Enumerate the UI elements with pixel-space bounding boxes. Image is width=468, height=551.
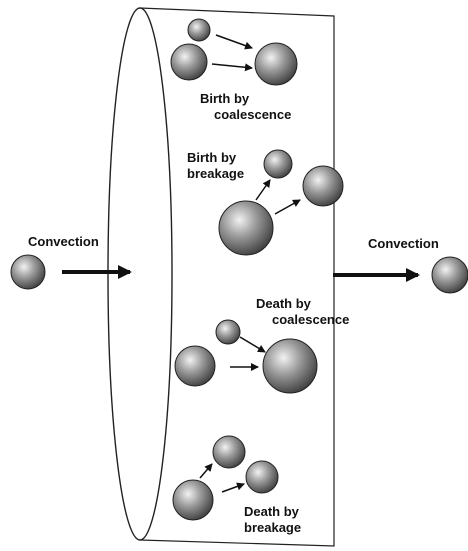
daughter-droplet bbox=[213, 436, 245, 468]
birth-coalescence-label-line1: Birth by bbox=[200, 91, 250, 106]
birth-by-coalescence-group: Birth by coalescence bbox=[171, 19, 297, 122]
small-droplet bbox=[216, 320, 240, 344]
coalescence-arrow bbox=[240, 337, 265, 352]
daughter-droplet bbox=[264, 150, 292, 178]
coalesced-droplet bbox=[255, 43, 297, 85]
death-breakage-label-line2: breakage bbox=[244, 520, 301, 535]
birth-breakage-label-line2: breakage bbox=[187, 166, 244, 181]
birth-coalescence-label-line2: coalescence bbox=[214, 107, 291, 122]
birth-by-breakage-group: Birth by breakage bbox=[187, 150, 343, 255]
small-droplet bbox=[188, 19, 210, 41]
parent-droplet bbox=[173, 480, 213, 520]
death-by-coalescence-group: Death by coalescence bbox=[175, 296, 349, 393]
medium-droplet bbox=[175, 346, 215, 386]
breakage-arrow bbox=[222, 484, 244, 492]
parent-droplet bbox=[219, 201, 273, 255]
birth-breakage-label-line1: Birth by bbox=[187, 150, 237, 165]
breakage-arrow bbox=[275, 200, 300, 214]
outlet-droplet bbox=[432, 257, 468, 293]
daughter-droplet bbox=[246, 461, 278, 493]
daughter-droplet bbox=[303, 166, 343, 206]
coalescence-arrow bbox=[212, 64, 252, 68]
medium-droplet bbox=[171, 44, 207, 80]
convection-out-label: Convection bbox=[368, 236, 439, 251]
death-breakage-label-line1: Death by bbox=[244, 504, 300, 519]
coalesced-droplet bbox=[263, 339, 317, 393]
death-by-breakage-group: Death by breakage bbox=[173, 436, 301, 535]
convection-outlet: Convection bbox=[333, 236, 468, 293]
convection-in-label: Convection bbox=[28, 234, 99, 249]
coalescence-arrow bbox=[216, 35, 252, 48]
breakage-arrow bbox=[200, 464, 212, 478]
death-coalescence-label-line2: coalescence bbox=[272, 312, 349, 327]
death-coalescence-label-line1: Death by bbox=[256, 296, 312, 311]
inlet-droplet bbox=[11, 255, 45, 289]
breakage-arrow bbox=[256, 180, 270, 200]
